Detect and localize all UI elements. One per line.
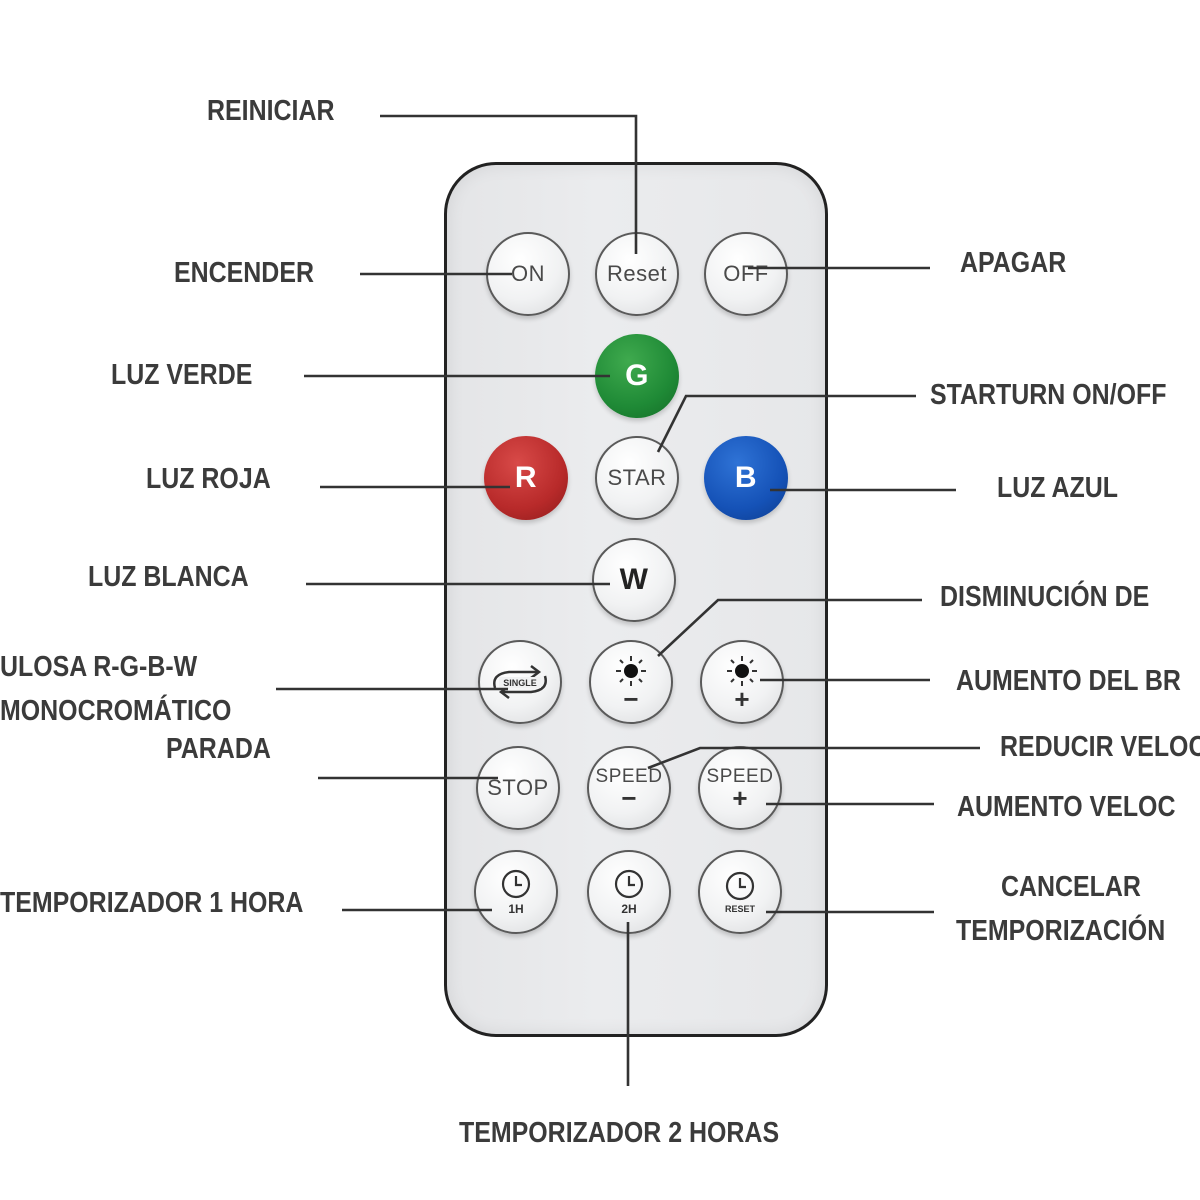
label-cancelar-line1: CANCELAR (1001, 871, 1141, 903)
reset-button-label: Reset (607, 261, 667, 286)
label-rgbw-line2: MONOCROMÁTICO (0, 695, 232, 727)
red-button-label: R (514, 461, 538, 494)
blue-button[interactable]: B (704, 436, 788, 520)
timer-reset-button[interactable]: RESET (698, 850, 782, 934)
brightness-down-button[interactable]: − (589, 640, 673, 724)
label-reiniciar: REINICIAR (207, 95, 335, 127)
single-mode-label: SINGLE (503, 678, 537, 688)
white-button[interactable]: W (592, 538, 676, 622)
off-button[interactable]: OFF (704, 232, 788, 316)
red-button[interactable]: R (484, 436, 568, 520)
clock-icon (614, 869, 644, 899)
stop-button[interactable]: STOP (476, 746, 560, 830)
label-luz-azul: LUZ AZUL (997, 472, 1118, 504)
timer-2h-label: 2H (621, 902, 637, 916)
label-luz-blanca: LUZ BLANCA (88, 561, 249, 593)
speed-down-label: SPEED (595, 766, 663, 787)
star-button-label: STAR (607, 465, 667, 490)
timer-2h-button[interactable]: 2H (587, 850, 671, 934)
timer-reset-label: RESET (724, 904, 755, 914)
brightness-up-button[interactable]: + (700, 640, 784, 724)
label-luz-verde: LUZ VERDE (111, 359, 253, 391)
white-button-label: W (619, 563, 649, 596)
label-luz-roja: LUZ ROJA (146, 463, 271, 495)
label-aumento-velocidad: AUMENTO VELOC (957, 791, 1176, 823)
minus-sign: − (623, 684, 639, 714)
speed-up-label: SPEED (706, 766, 774, 787)
label-apagar: APAGAR (960, 247, 1067, 279)
sun-icon (616, 656, 646, 686)
clock-icon (725, 871, 755, 901)
speed-up-button[interactable]: SPEED + (698, 746, 782, 830)
label-reducir-velocidad: REDUCIR VELOC (1000, 731, 1200, 763)
clock-icon (501, 869, 531, 899)
stop-button-label: STOP (487, 775, 549, 800)
label-encender: ENCENDER (174, 257, 314, 289)
minus-sign: − (621, 783, 637, 813)
label-starturn: STARTURN ON/OFF (930, 379, 1167, 411)
blue-button-label: B (734, 461, 758, 494)
green-button-label: G (625, 359, 649, 392)
label-parada: PARADA (166, 733, 271, 765)
star-button[interactable]: STAR (595, 436, 679, 520)
plus-sign: + (734, 684, 750, 714)
label-aumento-brillo: AUMENTO DEL BR (956, 665, 1181, 697)
cycle-arrows-icon: SINGLE (493, 665, 547, 699)
timer-1h-button[interactable]: 1H (474, 850, 558, 934)
label-cancelar-line2: TEMPORIZACIÓN (956, 915, 1166, 947)
label-disminucion: DISMINUCIÓN DE (940, 581, 1150, 613)
label-rgbw-line1: ULOSA R-G-B-W (0, 651, 198, 683)
on-button-label: ON (511, 261, 545, 286)
reset-button[interactable]: Reset (595, 232, 679, 316)
single-mode-button[interactable]: SINGLE (478, 640, 562, 724)
label-temporizador-2: TEMPORIZADOR 2 HORAS (459, 1117, 780, 1149)
speed-down-button[interactable]: SPEED − (587, 746, 671, 830)
timer-1h-label: 1H (508, 902, 524, 916)
off-button-label: OFF (723, 261, 769, 286)
sun-icon (727, 656, 757, 686)
label-temporizador-1: TEMPORIZADOR 1 HORA (0, 887, 304, 919)
on-button[interactable]: ON (486, 232, 570, 316)
plus-sign: + (732, 783, 748, 813)
green-button[interactable]: G (595, 334, 679, 418)
